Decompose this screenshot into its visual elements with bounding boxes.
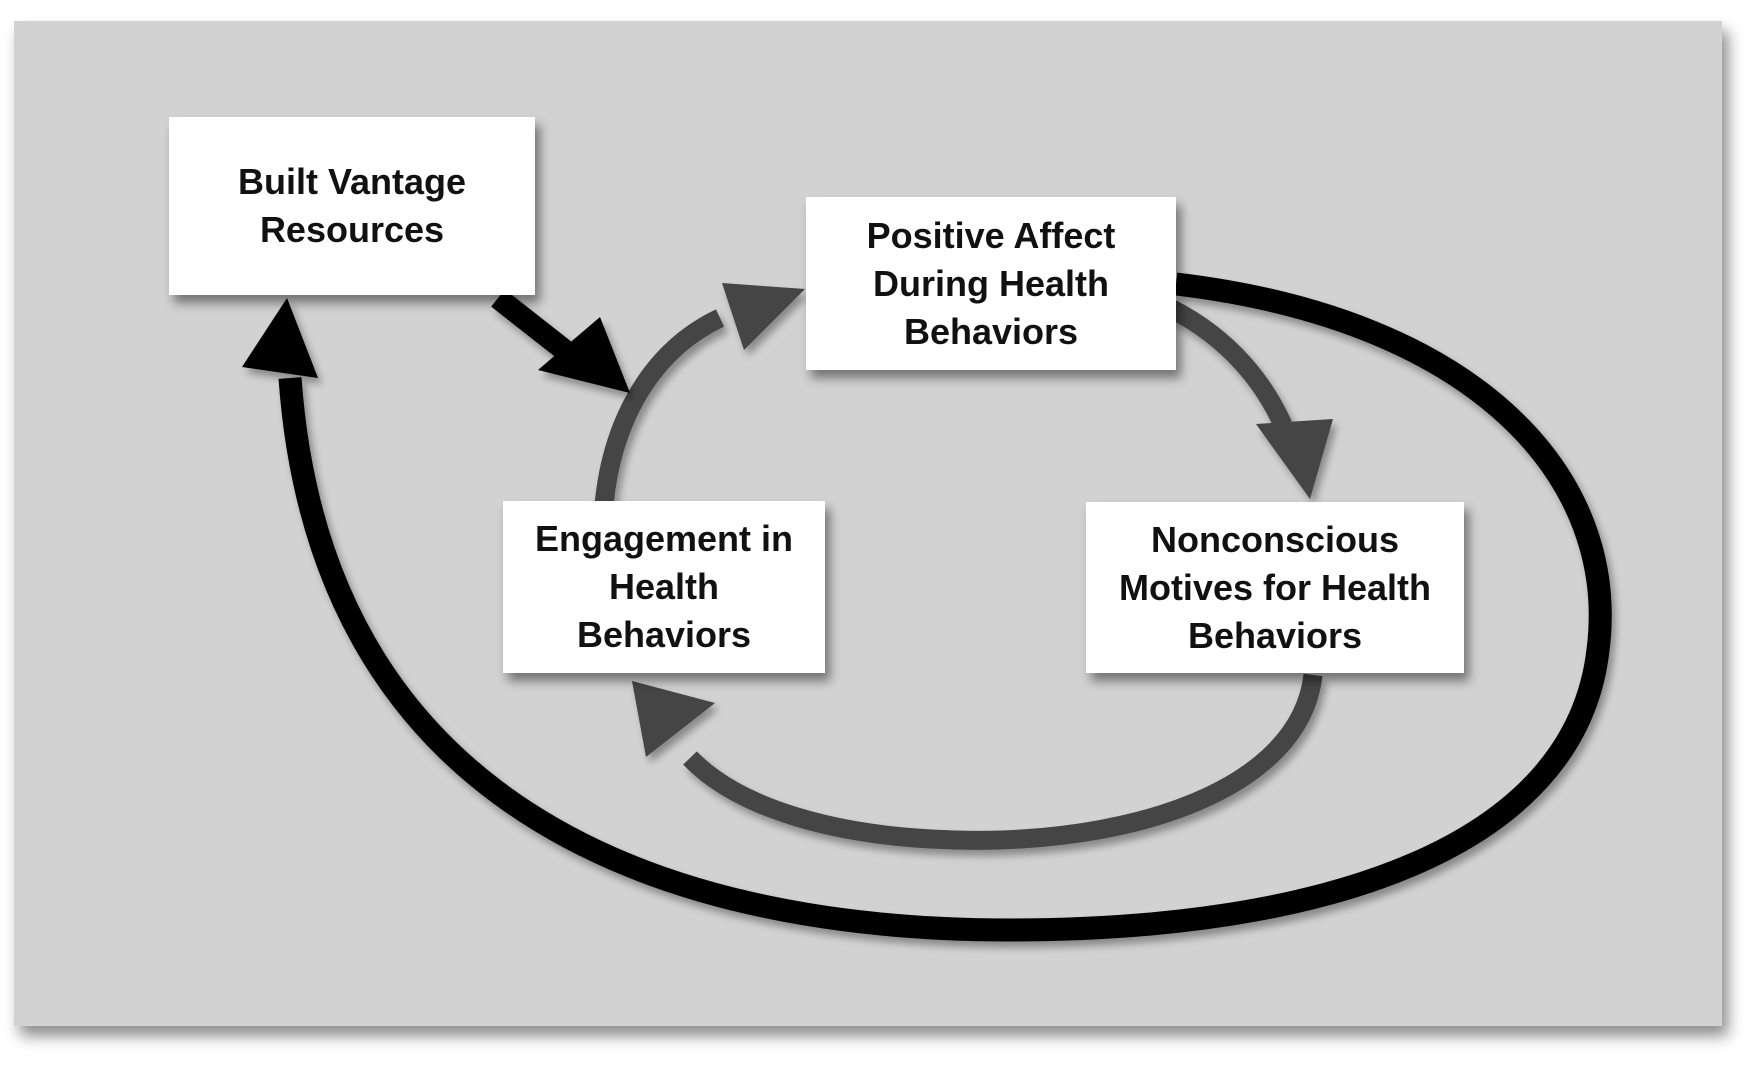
arrowhead-engagement-to-positive-affect [722,283,805,350]
arrowhead-positive-affect-to-nonconscious [1256,419,1333,499]
arrow-positive-affect-to-nonconscious [1167,300,1292,429]
node-label: Positive Affect During Health Behaviors [866,214,1116,352]
node-nonconscious-motives: Nonconscious Motives for Health Behavior… [1086,502,1464,673]
node-label: Built Vantage Resources [237,161,467,250]
arrow-positive-affect-to-built-vantage [278,272,1612,942]
node-positive-affect: Positive Affect During Health Behaviors [806,197,1176,370]
node-engagement-in-health-behaviors: Engagement in Health Behaviors [503,501,825,673]
arrowhead-built-vantage-to-engagement [538,317,630,393]
arrowhead-nonconscious-to-engagement [632,681,715,757]
node-built-vantage-resources: Built Vantage Resources [169,117,535,295]
arrow-nonconscious-to-engagement [683,673,1323,850]
node-label: Nonconscious Motives for Health Behavior… [1118,518,1432,656]
arrow-engagement-to-positive-affect [594,309,725,506]
arrowhead-positive-affect-to-built-vantage [242,298,318,378]
node-label: Engagement in Health Behaviors [534,518,794,655]
